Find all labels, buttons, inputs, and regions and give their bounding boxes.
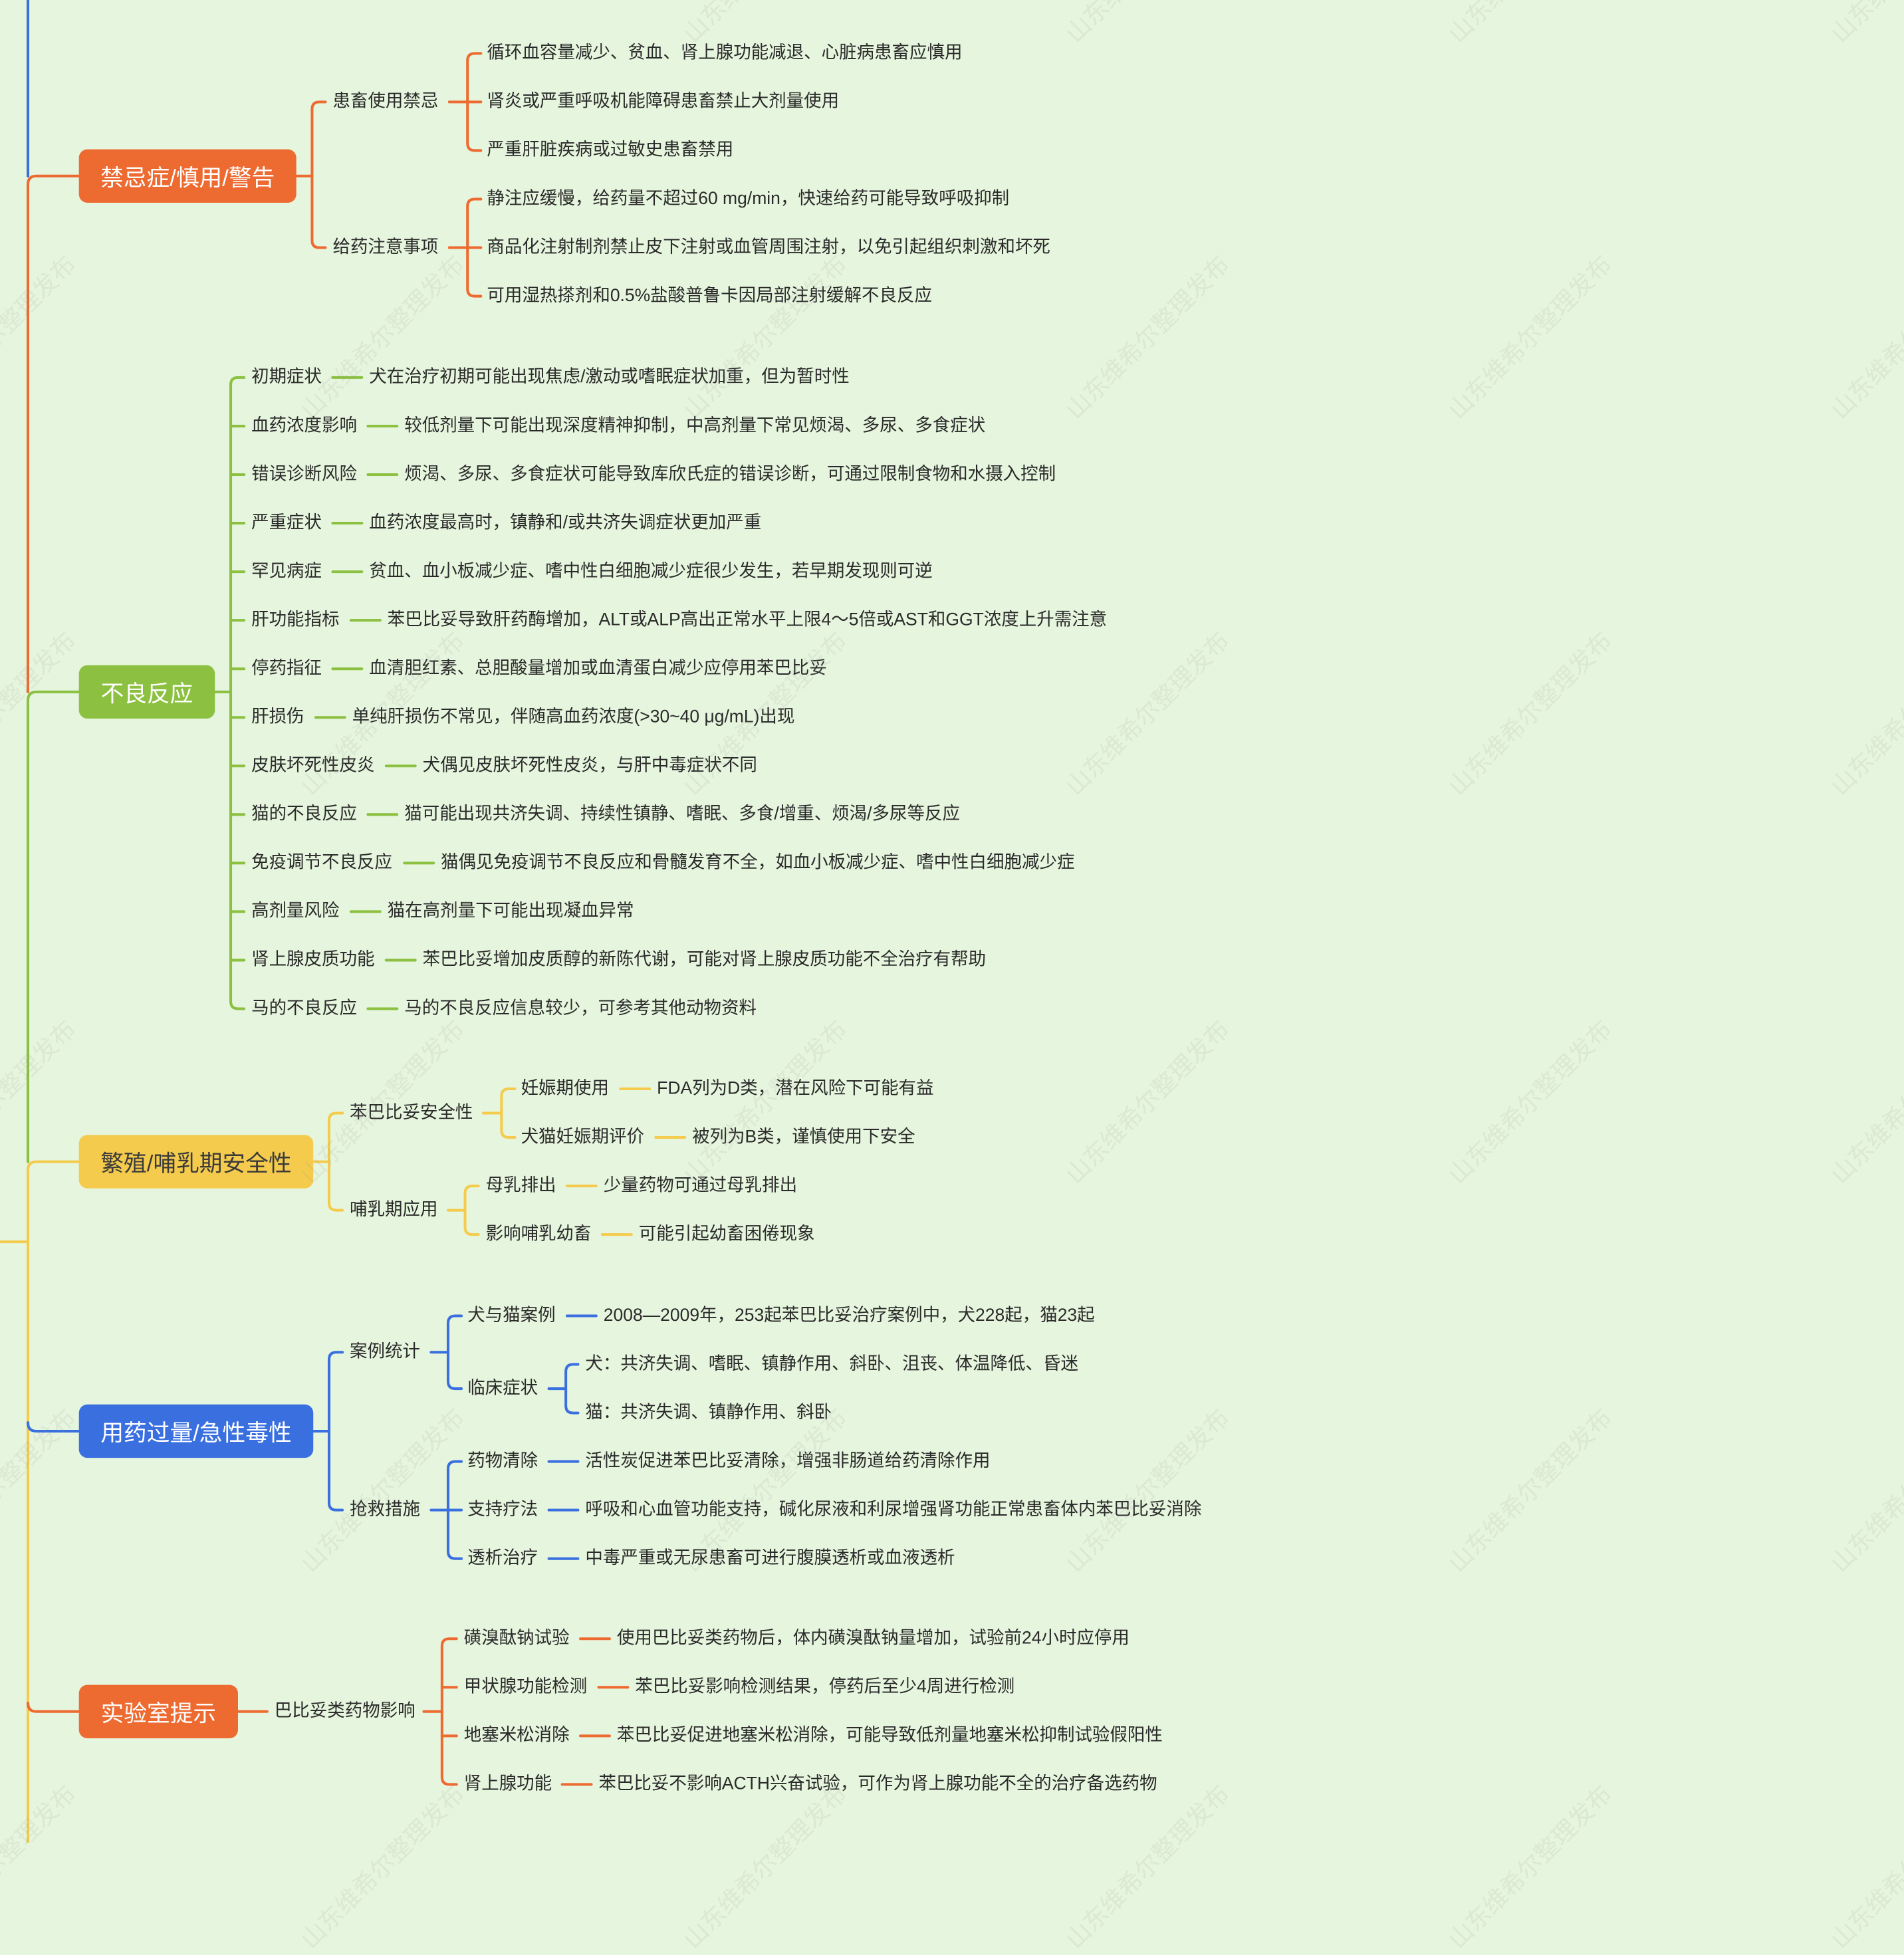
pair-label: 药物清除 [467,1452,538,1472]
node-dosing-precautions: 给药注意事项 [332,237,439,258]
pair-label: 支持疗法 [467,1500,538,1520]
pair-text: 单纯肝损伤不常见，伴随高血药浓度(>30~40 μg/mL)出现 [352,707,795,727]
pair-text: 中毒严重或无尿患畜可进行腹膜透析或血液透析 [585,1549,955,1569]
pair-text: 犬偶见皮肤坏死性皮炎，与肝中毒症状不同 [422,756,757,776]
leaf-text: 静注应缓慢，给药量不超过60 mg/min，快速给药可能导致呼吸抑制 [487,189,1010,209]
pair-label: 犬猫妊娠期评价 [521,1127,644,1147]
pair-text: 使用巴比妥类药物后，体内磺溴酞钠量增加，试验前24小时应停用 [616,1629,1130,1649]
pair-label: 甲状腺功能检测 [463,1677,588,1697]
pair-label: 犬与猫案例 [467,1306,556,1326]
leaf-text: 循环血容量减少、贫血、肾上腺功能减退、心脏病患畜应慎用 [487,43,963,63]
connector-lines [0,0,687,1843]
leaf-text: 犬：共济失调、嗜眠、镇静作用、斜卧、沮丧、体温降低、昏迷 [585,1354,1078,1375]
pair-label: 妊娠期使用 [521,1079,609,1099]
branch-reproduction-safety[interactable]: 繁殖/哺乳期安全性 [78,1135,314,1189]
pair-label: 严重症状 [251,513,322,533]
pair-label: 母乳排出 [485,1176,556,1196]
pair-label: 免疫调节不良反应 [251,853,392,873]
leaf-text: 猫：共济失调、镇静作用、斜卧 [585,1403,832,1423]
pair-label: 血药浓度影响 [251,416,357,436]
pair-label: 肝损伤 [251,707,304,727]
pair-text: 苯巴比妥促进地塞米松消除，可能导致低剂量地塞米松抑制试验假阳性 [616,1726,1163,1746]
node-phenobarbital-safety: 苯巴比妥安全性 [350,1103,473,1123]
pair-label: 肝功能指标 [251,610,340,630]
leaf-text: 严重肝脏疾病或过敏史患畜禁用 [487,140,734,161]
pair-text: 苯巴比妥导致肝药酶增加，ALT或ALP高出正常水平上限4～5倍或AST和GGT浓… [387,610,1108,630]
pair-label: 猫的不良反应 [251,804,357,824]
node-clinical-signs: 临床症状 [467,1379,538,1399]
leaf-text: 可用湿热搽剂和0.5%盐酸普鲁卡因局部注射缓解不良反应 [487,286,932,306]
pair-text: 苯巴比妥不影响ACTH兴奋试验，可作为肾上腺功能不全的治疗备选药物 [598,1774,1157,1794]
pair-text: 少量药物可通过母乳排出 [603,1176,798,1196]
pair-text: FDA列为D类，潜在风险下可能有益 [657,1079,934,1099]
pair-label: 肾上腺皮质功能 [251,950,375,971]
pair-label: 错误诊断风险 [251,465,357,485]
branch-laboratory-notes[interactable]: 实验室提示 [78,1684,238,1738]
branch-adverse-reactions[interactable]: 不良反应 [78,665,215,719]
pair-text: 血清胆红素、总胆酸量增加或血清蛋白减少应停用苯巴比妥 [369,659,827,679]
pair-text: 犬在治疗初期可能出现焦虑/激动或嗜眠症状加重，但为暂时性 [369,368,850,388]
pair-text: 血药浓度最高时，镇静和/或共济失调症状更加严重 [369,513,762,533]
pair-text: 猫可能出现共济失调、持续性镇静、嗜眠、多食/增重、烦渴/多尿等反应 [404,804,960,824]
node-patient-contraindications: 患畜使用禁忌 [332,92,439,112]
pair-label: 皮肤坏死性皮炎 [251,756,375,776]
pair-text: 猫在高剂量下可能出现凝血异常 [387,901,634,922]
pair-label: 肾上腺功能 [463,1774,552,1794]
pair-text: 2008—2009年，253起苯巴比妥治疗案例中，犬228起，猫23起 [603,1306,1095,1326]
node-rescue-measures: 抢救措施 [350,1500,420,1520]
branch-overdose-toxicity[interactable]: 用药过量/急性毒性 [78,1404,314,1458]
pair-label: 罕见病症 [251,562,322,582]
branch-contraindications[interactable]: 禁忌症/慎用/警告 [78,149,297,203]
pair-text: 贫血、血小板减少症、嗜中性白细胞减少症很少发生，若早期发现则可逆 [369,562,933,582]
leaf-text: 肾炎或严重呼吸机能障碍患畜禁止大剂量使用 [487,92,840,112]
pair-text: 可能引起幼畜困倦现象 [638,1224,815,1244]
pair-label: 地塞米松消除 [463,1726,570,1746]
node-lactation-use: 哺乳期应用 [350,1201,438,1220]
pair-text: 活性炭促进苯巴比妥清除，增强非肠道给药清除作用 [585,1452,991,1472]
pair-label: 停药指征 [251,659,322,679]
pair-text: 烦渴、多尿、多食症状可能导致库欣氏症的错误诊断，可通过限制食物和水摄入控制 [404,465,1056,485]
node-case-statistics: 案例统计 [350,1342,420,1362]
pair-label: 影响哺乳幼畜 [485,1224,592,1244]
pair-text: 苯巴比妥影响检测结果，停药后至少4周进行检测 [635,1677,1015,1697]
pair-label: 初期症状 [251,368,322,388]
pair-text: 较低剂量下可能出现深度精神抑制，中高剂量下常见烦渴、多尿、多食症状 [404,416,986,436]
pair-text: 苯巴比妥增加皮质醇的新陈代谢，可能对肾上腺皮质功能不全治疗有帮助 [422,950,987,971]
pair-text: 猫偶见免疫调节不良反应和骨髓发育不全，如血小板减少症、嗜中性白细胞减少症 [441,853,1075,873]
pair-label: 透析治疗 [467,1549,538,1569]
pair-text: 呼吸和心血管功能支持，碱化尿液和利尿增强肾功能正常患畜体内苯巴比妥消除 [585,1500,1202,1520]
pair-text: 马的不良反应信息较少，可参考其他动物资料 [404,998,757,1019]
pair-label: 磺溴酞钠试验 [463,1629,570,1649]
pair-text: 被列为B类，谨慎使用下安全 [692,1127,915,1147]
leaf-text: 商品化注射制剂禁止皮下注射或血管周围注射，以免引起组织刺激和坏死 [487,237,1050,258]
pair-label: 高剂量风险 [251,901,340,922]
node-barbiturate-effects: 巴比妥类药物影响 [274,1702,416,1722]
pair-label: 马的不良反应 [251,998,357,1019]
